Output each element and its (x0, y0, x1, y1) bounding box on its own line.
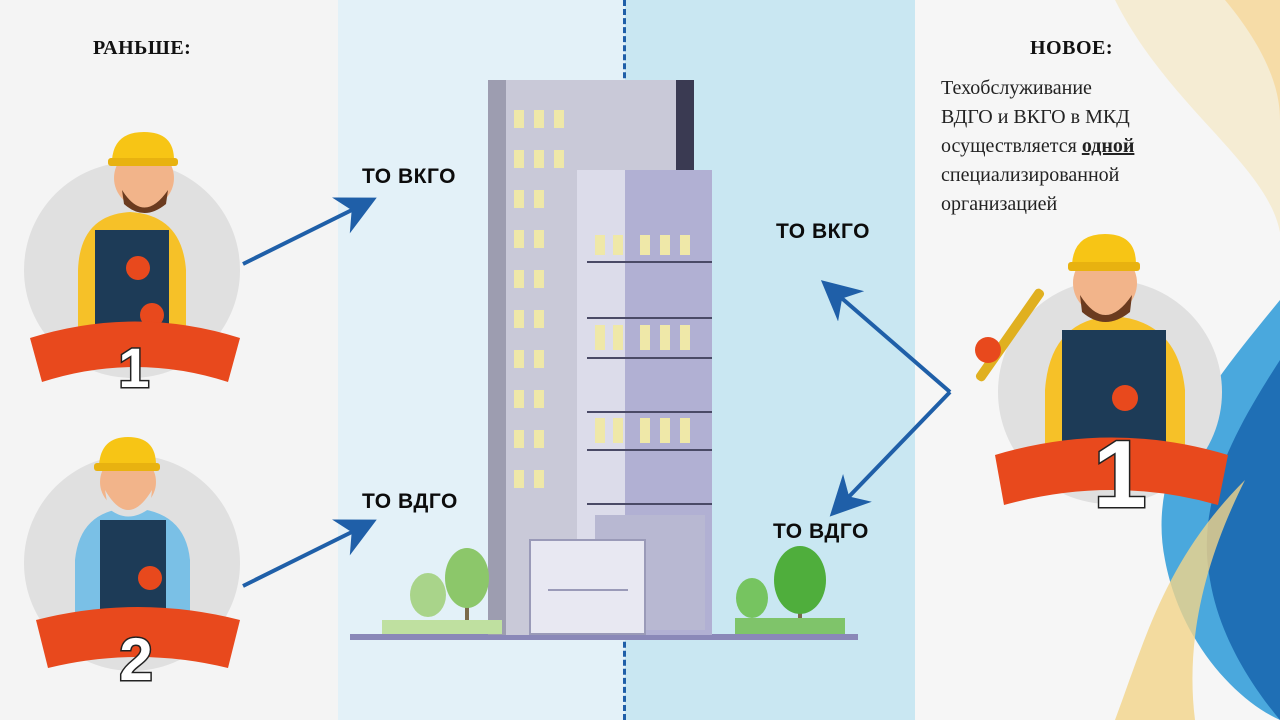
ribbon-3 (995, 437, 1228, 505)
label-after-vdgo: ТО ВДГО (773, 520, 869, 543)
worker-number-new: 1 (1092, 420, 1148, 530)
desc-line-2: ВДГО и ВКГО в МКД (941, 106, 1130, 128)
worker-number-2: 2 (118, 625, 154, 695)
arrow-before-vdgo (242, 519, 377, 588)
desc-line-3-pre: осуществляется (941, 135, 1082, 157)
after-description: Техобслуживание ВДГО и ВКГО в МКД осущес… (941, 74, 1191, 219)
label-after-vkgo: ТО ВКГО (776, 220, 870, 243)
arrow-after-vdgo (829, 390, 952, 517)
after-panel (915, 0, 1280, 720)
desc-emphasis: одной (1081, 135, 1135, 157)
worker-number-1: 1 (117, 335, 151, 401)
desc-line-4: специализированной (941, 164, 1120, 186)
desc-line-3: осуществляется одной (941, 132, 1191, 161)
arrow-after-vkgo (820, 280, 952, 394)
tree-icon (735, 546, 845, 634)
desc-line-5: организацией (941, 193, 1058, 215)
tree-icon (382, 548, 502, 634)
desc-line-1: Техобслуживание (941, 77, 1092, 99)
ribbon-1 (30, 321, 240, 382)
arrow-before-vkgo (242, 197, 377, 266)
label-before-vdgo: ТО ВДГО (362, 490, 458, 513)
wave-decoration (1115, 0, 1280, 720)
before-heading: РАНЬШЕ: (93, 37, 192, 59)
ribbon-2 (36, 607, 240, 668)
label-before-vkgo: ТО ВКГО (362, 165, 456, 188)
after-heading: НОВОЕ: (1030, 37, 1114, 59)
